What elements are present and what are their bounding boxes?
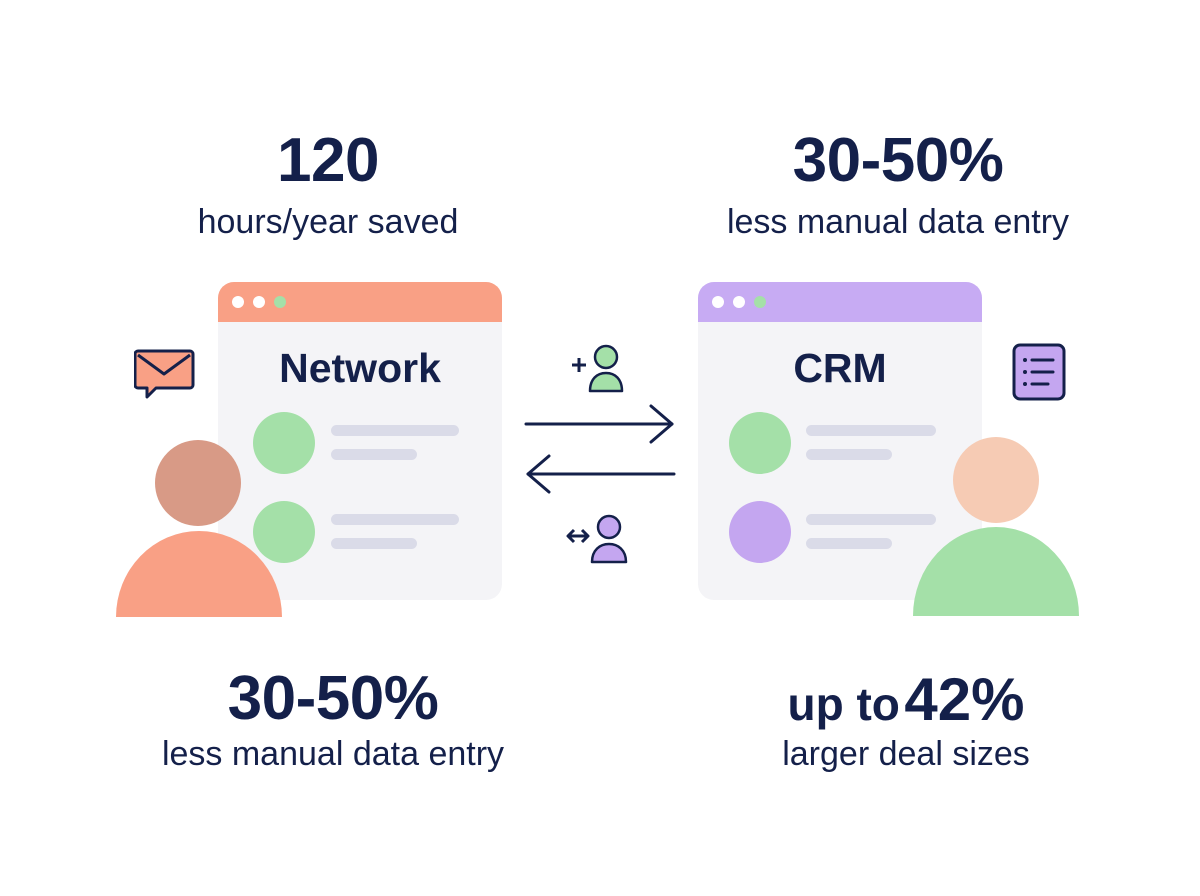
stat-label: less manual data entry: [726, 203, 1070, 241]
arrow-right-icon: [524, 404, 674, 444]
stat-label: larger deal sizes: [782, 735, 1030, 773]
stat-value: up to 42%: [706, 670, 1106, 730]
network-window-titlebar: [218, 282, 502, 322]
list-avatar: [253, 412, 315, 474]
stat-value: 30-50%: [792, 126, 1004, 195]
window-dot: [232, 296, 244, 308]
sync-user-icon: [566, 514, 628, 564]
network-title: Network: [279, 345, 441, 391]
list-avatar: [253, 501, 315, 563]
list-avatar: [729, 412, 791, 474]
placeholder-line: [331, 514, 459, 525]
placeholder-line: [806, 538, 892, 549]
stat-hours-saved: 120 hours/year saved: [128, 130, 528, 241]
stat-label: less manual data entry: [161, 735, 505, 773]
window-dot: [733, 296, 745, 308]
stat-value: 30-50%: [227, 664, 439, 733]
stat-prefix: up to: [787, 678, 900, 730]
placeholder-line: [331, 425, 459, 436]
placeholder-line: [331, 538, 417, 549]
mail-chat-icon: [134, 349, 195, 399]
window-dot: [712, 296, 724, 308]
window-dot: [754, 296, 766, 308]
stat-number: 42%: [904, 666, 1025, 733]
add-user-icon: [572, 344, 624, 393]
crm-window-titlebar: [698, 282, 982, 322]
crm-window: CRM: [698, 282, 982, 600]
network-window: Network: [218, 282, 502, 600]
placeholder-line: [806, 449, 892, 460]
arrow-left-icon: [526, 454, 676, 494]
list-document-icon: [1012, 343, 1066, 401]
stat-less-data-entry-bottom: 30-50% less manual data entry: [133, 668, 533, 773]
window-dot: [253, 296, 265, 308]
window-dot: [274, 296, 286, 308]
stat-value: 120: [277, 126, 379, 195]
placeholder-line: [806, 514, 936, 525]
crm-person-head: [953, 437, 1039, 523]
placeholder-line: [331, 449, 417, 460]
stat-larger-deals: up to 42% larger deal sizes: [706, 670, 1106, 773]
stat-less-data-entry-top: 30-50% less manual data entry: [688, 130, 1108, 241]
network-person-head: [155, 440, 241, 526]
crm-title: CRM: [793, 345, 887, 391]
stat-label: hours/year saved: [197, 203, 459, 241]
placeholder-line: [806, 425, 936, 436]
list-avatar: [729, 501, 791, 563]
